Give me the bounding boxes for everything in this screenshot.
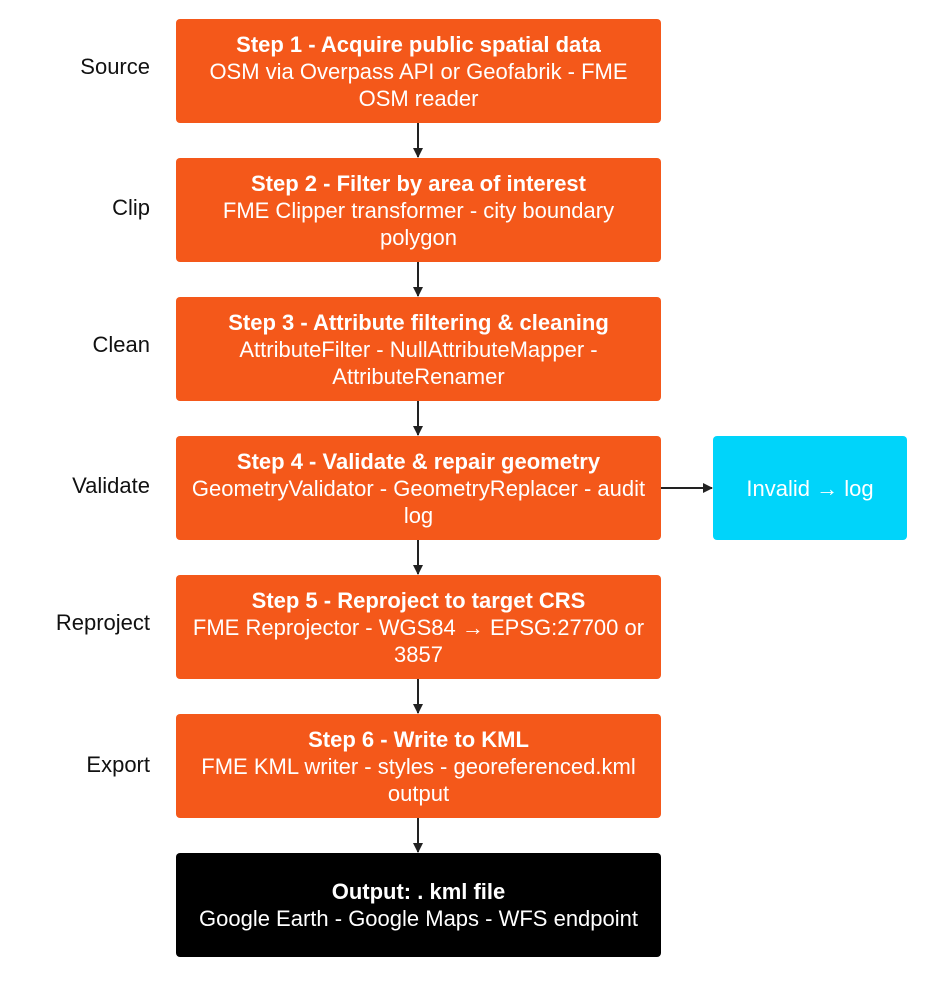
step-3-box: Step 3 - Attribute filtering & cleaning … [176,297,661,401]
step-6-title: Step 6 - Write to KML [308,726,529,752]
stage-label-source: Source [80,54,150,79]
step-2-desc: FME Clipper transformer - city boundary … [222,197,615,250]
invalid-log-box: Invalid → log [713,436,907,540]
stage-label-validate: Validate [72,473,150,498]
step-1-box: Step 1 - Acquire public spatial data OSM… [176,19,661,123]
step-2-title: Step 2 - Filter by area of interest [251,170,586,196]
stage-label-clean: Clean [92,332,150,357]
step-2-box: Step 2 - Filter by area of interest FME … [176,158,661,262]
step-4-box: Step 4 - Validate & repair geometry Geom… [176,436,661,540]
step-3-title: Step 3 - Attribute filtering & cleaning [228,309,609,335]
step-1-desc: OSM via Overpass API or Geofabrik - FME … [209,58,628,111]
step-4-desc: GeometryValidator - GeometryReplacer - a… [191,475,646,528]
output-box: Output: . kml file Google Earth - Google… [176,853,661,957]
invalid-log-label: Invalid → log [746,475,874,501]
stage-label-reproject: Reproject [55,610,150,635]
step-3-desc: AttributeFilter - NullAttributeMapper - … [239,336,598,389]
step-6-box: Step 6 - Write to KML FME KML writer - s… [176,714,661,818]
step-4-title: Step 4 - Validate & repair geometry [236,448,601,474]
output-desc: Google Earth - Google Maps - WFS endpoin… [199,906,638,931]
step-6-desc: FME KML writer - styles - georeferenced.… [201,753,636,806]
step-5-box: Step 5 - Reproject to target CRS FME Rep… [176,575,661,679]
output-title: Output: . kml file [331,879,506,904]
stage-label-clip: Clip [112,195,150,220]
step-5-title: Step 5 - Reproject to target CRS [251,587,586,613]
step-5-desc: FME Reprojector - WGS84 → EPSG:27700 or … [192,614,645,667]
stage-label-export: Export [86,752,150,777]
step-1-title: Step 1 - Acquire public spatial data [236,31,601,57]
